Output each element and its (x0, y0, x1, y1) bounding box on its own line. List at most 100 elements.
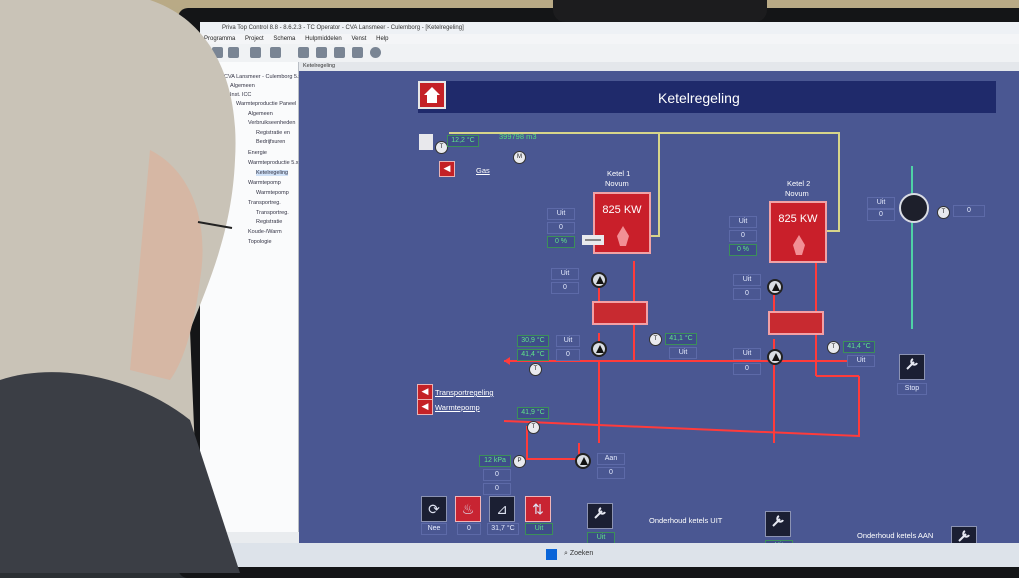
ketel1-boiler[interactable]: 825 KW (593, 192, 651, 254)
main-pump-icon[interactable] (575, 453, 591, 469)
ketel2-pump-state: Uit (733, 274, 761, 286)
tree-item[interactable]: Topologie (248, 239, 272, 245)
ketel1-out-temp: 41,1 °C (665, 333, 697, 345)
tree-item[interactable]: Warmteproductie Paneel (236, 101, 297, 107)
ketel2-heat-exchanger (768, 311, 824, 335)
maintenance-wrench-2[interactable] (765, 511, 791, 537)
fan-stop-wrench-button[interactable] (899, 354, 925, 380)
tree-item[interactable]: Inst. ICC (230, 92, 252, 98)
taskbar: ⌕ Zoeken (200, 543, 1019, 567)
tree-item[interactable]: Energie (248, 150, 267, 156)
tree-item[interactable]: Warmteproductie 5.x (248, 160, 299, 166)
gas-meter-label (419, 134, 433, 152)
meter-icon (419, 134, 433, 150)
burner-button[interactable]: ♨ (455, 496, 481, 522)
piping-diagram (449, 132, 913, 460)
tree-item[interactable]: Transportreg. (256, 210, 289, 216)
ketel2-out-state: Uit (847, 355, 875, 367)
fan-state: Uit (867, 197, 895, 209)
tree-item[interactable]: Verbruikseenheden (248, 120, 296, 126)
refresh-button[interactable]: ⟳ (421, 496, 447, 522)
navigation-tree: CVA Lansmeer - Culemborg 5.x Algemeen In… (200, 62, 302, 532)
home-button[interactable] (418, 81, 446, 109)
page-title: Ketelregeling (658, 90, 740, 106)
print-icon[interactable] (212, 47, 223, 58)
warmtepomp-link[interactable]: Warmtepomp (435, 403, 480, 412)
menu-hulpmiddelen[interactable]: Hulpmiddelen (305, 36, 342, 42)
flame-icon (617, 226, 629, 246)
tree-item[interactable]: Warmtepomp (256, 190, 289, 196)
pressure-sensor: P (513, 455, 526, 468)
ketel2-pump2-icon[interactable] (767, 349, 783, 365)
warmtepomp-back-button[interactable]: ◀ (417, 399, 433, 415)
curve-button[interactable]: ⊿ (489, 496, 515, 522)
ketel2-burner-percent: 0 % (729, 244, 757, 256)
tree-item[interactable]: Koude-/Warm (248, 229, 282, 235)
gas-valve-icon: M (513, 151, 526, 164)
ketel2-out-temp: 41,4 °C (843, 341, 875, 353)
gas-back-button[interactable]: ◀ (439, 161, 455, 177)
window-title: Priva Top Control 8.8 - 8.6.2.3 - TC Ope… (200, 22, 1019, 34)
ketel2-out-sensor: T (827, 341, 840, 354)
ketel2-pump-icon[interactable] (767, 279, 783, 295)
maintenance-wrench-1[interactable] (587, 503, 613, 529)
switch-state: Uit (525, 523, 553, 535)
menu-schema[interactable]: Schema (273, 36, 296, 42)
menu-venster[interactable]: Venst (351, 36, 367, 42)
tree-item[interactable]: Registratie en (256, 130, 290, 136)
tab-ketelregeling[interactable]: Ketelregeling (299, 62, 1019, 71)
gas-volume: 399798 m3 (499, 132, 537, 141)
back-icon[interactable] (250, 47, 261, 58)
flame-icon (793, 235, 805, 255)
home-icon[interactable] (298, 47, 309, 58)
process-canvas: Ketelregeling (299, 71, 1019, 552)
gas-temp: 12,2 °C (447, 135, 479, 147)
home-icon (424, 87, 440, 103)
menu-project[interactable]: Project (245, 36, 264, 42)
forward-icon[interactable] (270, 47, 281, 58)
ketel1-out-sensor: T (649, 333, 662, 346)
transport-back-button[interactable]: ◀ (417, 384, 433, 400)
ketel2-boiler[interactable]: 825 KW (769, 201, 827, 263)
tree-item[interactable]: Algemeen (248, 111, 273, 117)
info-icon[interactable] (370, 47, 381, 58)
tree-item[interactable]: Warmtepomp (248, 180, 281, 186)
switch-button[interactable]: ⇅ (525, 496, 551, 522)
tree-item-selected[interactable]: Ketelregeling (256, 170, 289, 176)
tree-item[interactable]: Transportreg. (248, 200, 281, 206)
menu-programma[interactable]: Programma (204, 36, 236, 42)
expand-icon[interactable] (334, 47, 345, 58)
fan-icon[interactable] (899, 193, 929, 223)
tree-root[interactable]: CVA Lansmeer - Culemborg 5.x (224, 74, 302, 80)
windows-start-icon[interactable] (546, 549, 557, 560)
up-icon[interactable] (316, 47, 327, 58)
ketel1-pump-icon[interactable] (591, 272, 607, 288)
tree-item[interactable]: Bedrijfsuren (256, 139, 286, 145)
ketel2-model: Novum (785, 189, 809, 198)
ketel1-return-temp: 41,4 °C (517, 349, 549, 361)
ketel1-pump-value: 0 (551, 282, 579, 294)
ketel1-burner-percent: 0 % (547, 236, 575, 248)
ketel1-out-state: Uit (669, 347, 697, 359)
ketel1-burner-value: 0 (547, 222, 575, 234)
onderhoud-aan-label: Onderhoud ketels AAN (857, 531, 934, 540)
pressure-value: 12 kPa (479, 455, 511, 467)
chart-icon[interactable] (352, 47, 363, 58)
menu-help[interactable]: Help (376, 36, 389, 42)
nee-label: Nee (421, 523, 447, 535)
main-pump-state: Aan (597, 453, 625, 465)
ketel2-power: 825 KW (778, 213, 818, 225)
taskbar-search[interactable]: ⌕ Zoeken (564, 550, 594, 557)
taskbar-search-label: Zoeken (569, 550, 594, 557)
save-icon[interactable] (228, 47, 239, 58)
transportregeling-link[interactable]: Transportregeling (435, 388, 494, 397)
ketel1-power: 825 KW (602, 204, 642, 216)
tree-item[interactable]: Algemeen (230, 83, 255, 89)
pressure-v1: 0 (483, 469, 511, 481)
ketel1-pump2-icon[interactable] (591, 341, 607, 357)
pressure-v2: 0 (483, 483, 511, 495)
person-foreground (0, 0, 240, 573)
tree-item[interactable]: Registratie (256, 219, 283, 225)
ketel1-burner-state: Uit (547, 208, 575, 220)
gas-link[interactable]: Gas (476, 166, 490, 175)
